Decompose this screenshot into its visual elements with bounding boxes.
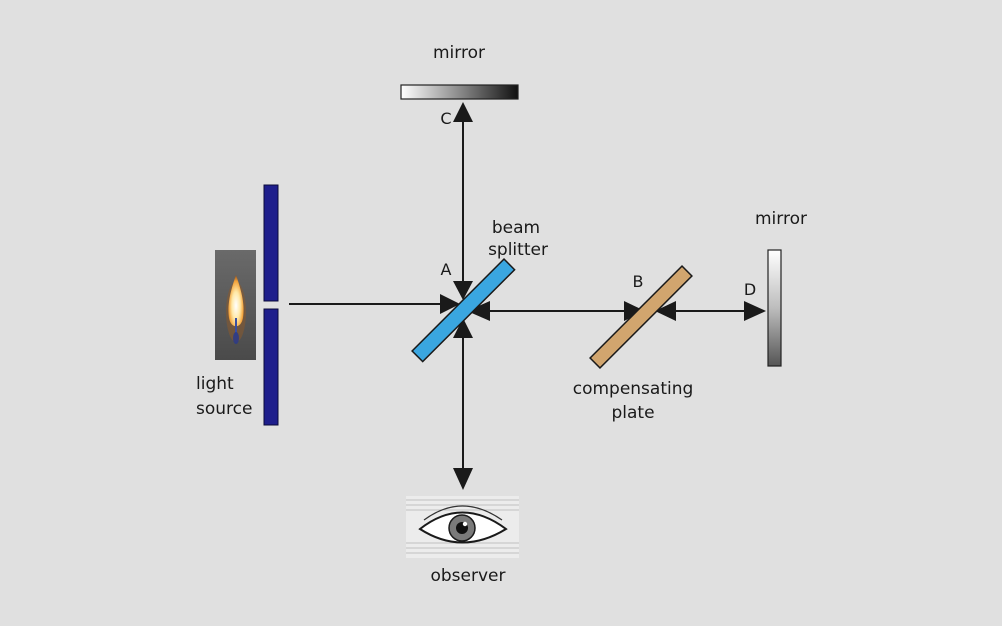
- beam-paths: [289, 120, 752, 478]
- mirror-right-label: mirror: [755, 209, 807, 229]
- arrowhead-right-into-b: [624, 301, 645, 321]
- arrowhead-down-into-a: [453, 281, 473, 300]
- arrowhead-into-a-from-left: [440, 294, 460, 314]
- arrowhead-down-to-observer: [453, 468, 473, 490]
- beam-splitter-label-line2: splitter: [488, 240, 548, 260]
- light-source-label-line1: light: [196, 374, 234, 394]
- mirror-top-label: mirror: [433, 43, 485, 63]
- point-d-label: D: [744, 280, 756, 299]
- point-b-label: B: [633, 272, 644, 291]
- arrowhead-left-into-a: [467, 301, 490, 321]
- point-c-label: C: [440, 109, 451, 128]
- arrowhead-left-into-b: [655, 301, 676, 321]
- light-source-label-line2: source: [196, 399, 252, 419]
- arrowhead-right-to-d: [744, 301, 766, 321]
- candle-flame-icon: [215, 250, 256, 360]
- arrowhead-up-to-c: [453, 102, 473, 122]
- arrowhead-up-into-a: [453, 318, 473, 338]
- compensating-plate-label-line2: plate: [611, 403, 654, 423]
- compensating-plate: [589, 265, 693, 369]
- beam-arrowheads: [440, 102, 766, 490]
- slit-screen-lower: [263, 308, 279, 426]
- eye-icon: [406, 496, 519, 558]
- mirror-d: [767, 249, 782, 367]
- point-a-label: A: [441, 260, 452, 279]
- slit-screen: [263, 184, 279, 426]
- mirror-c: [400, 84, 519, 100]
- compensating-plate-label-line1: compensating: [573, 379, 694, 399]
- slit-screen-upper: [263, 184, 279, 302]
- observer-label: observer: [430, 566, 505, 586]
- beam-splitter-label-line1: beam: [492, 218, 540, 238]
- beam-splitter: [411, 258, 516, 363]
